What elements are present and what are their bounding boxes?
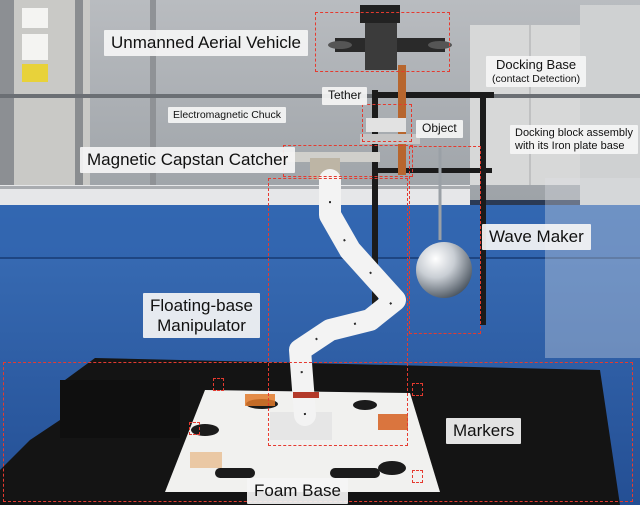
- uav-outline: [315, 12, 450, 72]
- docking-base-label: Docking Base (contact Detection): [486, 56, 587, 87]
- marker-box: [412, 383, 423, 396]
- docking-base-outline: [362, 104, 412, 142]
- foam-base-label: Foam Base: [247, 478, 348, 504]
- marker-box: [189, 422, 200, 435]
- docking-base-subtitle: (contact Detection): [492, 72, 581, 85]
- manipulator-outline: [268, 178, 408, 446]
- uav-label: Unmanned Aerial Vehicle: [104, 30, 308, 56]
- wave-maker-label: Wave Maker: [482, 224, 591, 250]
- object-label: Object: [416, 120, 463, 138]
- manipulator-line1: Floating-base: [150, 296, 254, 315]
- capstan-label: Magnetic Capstan Catcher: [80, 147, 296, 173]
- docking-base-title: Docking Base: [495, 57, 577, 72]
- capstan-outline: [283, 145, 413, 177]
- marker-box: [412, 470, 423, 483]
- manipulator-label: Floating-base Manipulator: [143, 293, 261, 339]
- docking-block-label: Docking block assembly with its Iron pla…: [510, 125, 638, 155]
- manipulator-line2: Manipulator: [157, 315, 246, 335]
- docking-block-line1: Docking block assembly: [515, 127, 633, 139]
- docking-block-line2: with its Iron plate base: [515, 139, 625, 152]
- markers-label: Markers: [446, 418, 522, 444]
- docking-block-outline: [409, 146, 481, 334]
- chuck-label: Electromagnetic Chuck: [168, 107, 286, 124]
- marker-box: [213, 378, 224, 391]
- tether-label: Tether: [322, 87, 368, 105]
